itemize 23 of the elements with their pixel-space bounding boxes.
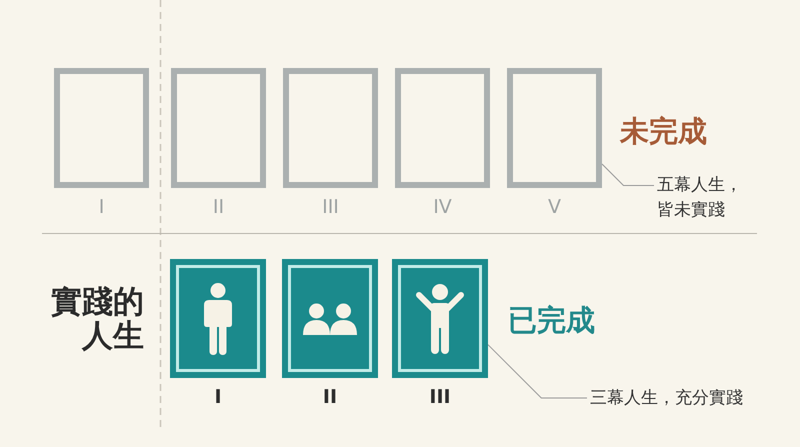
empty-frame [171, 68, 266, 188]
empty-frame [507, 68, 602, 188]
roman-numeral: IV [432, 196, 453, 218]
empty-frame [395, 68, 490, 188]
roman-numeral: V [547, 196, 562, 218]
annotation-text: 三幕人生，充分實踐 [590, 386, 743, 411]
status-label: 未完成 [620, 114, 707, 149]
annotation-text: 五幕人生，皆未實踐 [657, 173, 748, 223]
roman-numeral: III [321, 196, 340, 218]
empty-frame [283, 68, 378, 188]
roman-numeral: II [212, 196, 226, 218]
roman-numeral: II [322, 386, 338, 408]
icon-tile [282, 259, 378, 378]
roman-numeral: I [98, 196, 106, 218]
status-label: 已完成 [508, 303, 595, 338]
roman-numeral: I [213, 386, 223, 408]
leader-line [602, 164, 654, 186]
leader-line [488, 344, 588, 398]
icon-tile [170, 259, 266, 378]
empty-frame [54, 68, 149, 188]
icon-tile [392, 259, 488, 378]
side-heading: 實踐的人生 [50, 285, 144, 353]
roman-numeral: III [428, 386, 452, 408]
